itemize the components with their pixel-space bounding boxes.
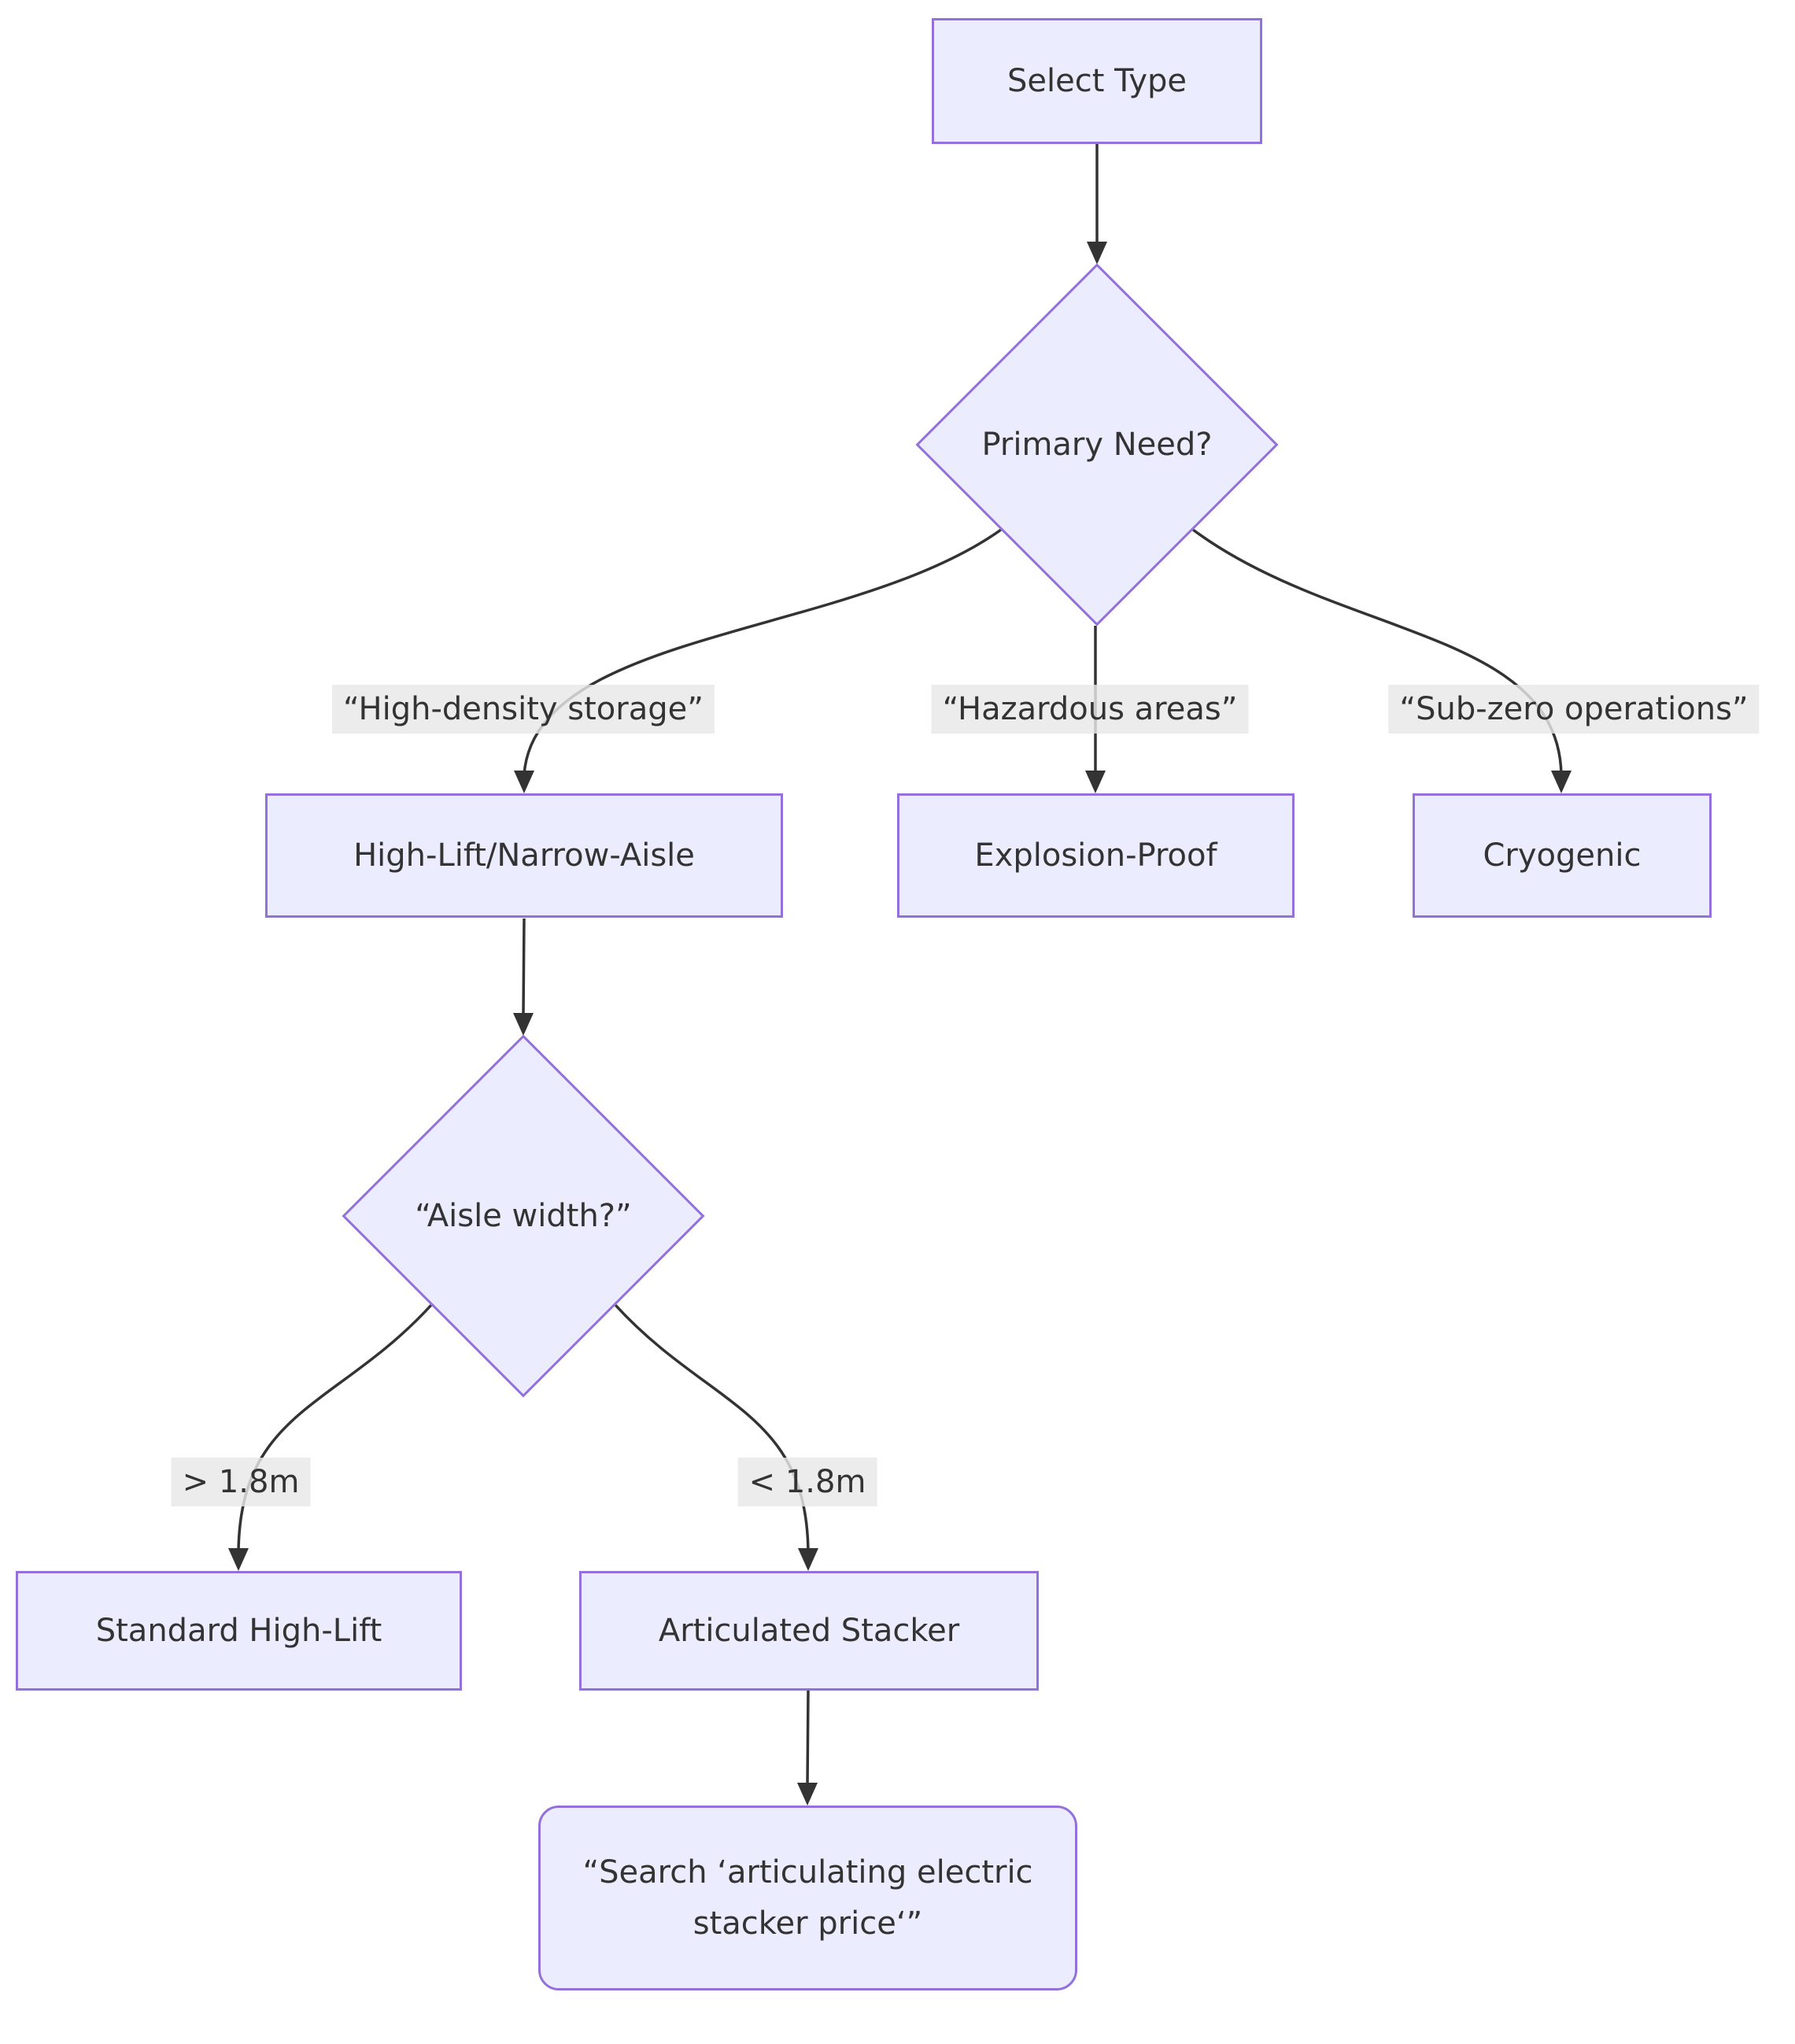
edge-label-hazardous-areas: “Hazardous areas” xyxy=(931,685,1249,734)
edge-articulated-stacker-to-search-action xyxy=(806,1690,810,1787)
node-articulated-stacker: Articulated Stacker xyxy=(579,1571,1039,1691)
edge-primary-need-to-high-lift xyxy=(523,528,1003,775)
arrowhead-cryogenic xyxy=(1551,771,1572,793)
node-cryogenic: Cryogenic xyxy=(1413,793,1712,918)
edge-label-gt-1-8m: > 1.8m xyxy=(171,1458,311,1506)
node-explosion-proof: Explosion-Proof xyxy=(897,793,1295,918)
node-aisle-width-label: “Aisle width?” xyxy=(415,1198,632,1234)
node-high-lift-narrow-aisle-label: High-Lift/Narrow-Aisle xyxy=(353,837,695,874)
arrowhead-high-lift xyxy=(514,771,534,793)
node-aisle-width: “Aisle width?” xyxy=(342,1034,705,1398)
edge-label-sub-zero-operations: “Sub-zero operations” xyxy=(1388,685,1760,734)
node-standard-high-lift: Standard High-Lift xyxy=(16,1571,462,1691)
node-explosion-proof-label: Explosion-Proof xyxy=(974,837,1217,874)
node-standard-high-lift-label: Standard High-Lift xyxy=(95,1613,382,1649)
node-high-lift-narrow-aisle: High-Lift/Narrow-Aisle xyxy=(265,793,783,918)
node-search-action: “Search ‘articulating electric stacker p… xyxy=(538,1806,1077,1990)
arrowhead-explosion-proof xyxy=(1085,771,1106,793)
arrowhead-standard-high-lift xyxy=(228,1548,249,1571)
edge-high-lift-to-aisle-width xyxy=(522,918,526,1018)
edge-primary-need-to-cryogenic xyxy=(1191,528,1563,775)
node-primary-need-label: Primary Need? xyxy=(981,427,1213,463)
node-select-type-label: Select Type xyxy=(1007,63,1187,99)
node-select-type: Select Type xyxy=(932,18,1262,144)
edge-label-lt-1-8m: < 1.8m xyxy=(737,1458,877,1506)
arrowhead-articulated-stacker xyxy=(798,1548,818,1571)
arrowhead-primary-need xyxy=(1087,242,1107,264)
node-articulated-stacker-label: Articulated Stacker xyxy=(658,1613,960,1649)
node-primary-need: Primary Need? xyxy=(915,263,1279,627)
edge-label-high-density-storage: “High-density storage” xyxy=(332,685,715,734)
arrowhead-search-action xyxy=(797,1783,818,1806)
arrowhead-aisle-width xyxy=(513,1013,534,1036)
node-cryogenic-label: Cryogenic xyxy=(1483,837,1642,874)
node-search-action-label: “Search ‘articulating electric stacker p… xyxy=(582,1854,1033,1942)
